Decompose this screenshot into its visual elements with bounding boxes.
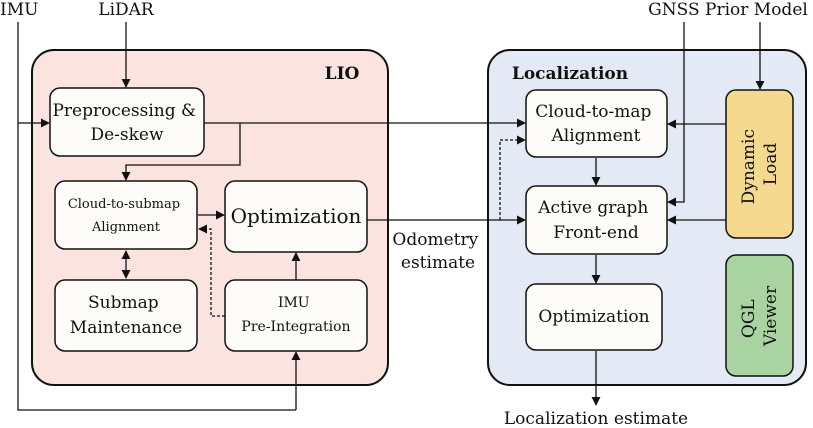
lio-optimization-line1: Optimization (231, 204, 362, 228)
preprocessing-box: Preprocessing & De-skew (49, 87, 205, 157)
cloud-to-submap-box: Cloud-to-submap Alignment (54, 180, 198, 250)
arrow-gnss-to-active-graph (667, 22, 685, 207)
gnss-input-label: GNSS Prior Model (648, 0, 808, 20)
odometry-label: Odometry estimate (392, 230, 483, 273)
dynamic-load-line1: Dynamic (739, 129, 759, 204)
cloud-to-map-line1: Cloud-to-map (535, 102, 651, 122)
submap-maintenance-line1: Submap (88, 293, 159, 313)
submap-maintenance-label: Submap Maintenance (70, 293, 182, 338)
active-graph-label: Active graph Front-end (537, 198, 654, 243)
cloud-to-submap-line1: Cloud-to-submap (68, 197, 180, 212)
qgl-viewer-box: QGL Viewer (725, 254, 794, 377)
cloud-to-map-label: Cloud-to-map Alignment (535, 102, 657, 146)
cloud-to-submap-label: Cloud-to-submap Alignment (68, 197, 184, 235)
arrow-preprocessing-to-cloud-to-submap (121, 123, 241, 181)
arrow-odometry-to-cloud-to-map (499, 135, 526, 220)
cloud-to-map-box: Cloud-to-map Alignment (525, 89, 668, 158)
dynamic-load-line2: Load (761, 143, 781, 186)
dynamic-load-label: Dynamic Load (739, 124, 781, 205)
dynamic-load-box: Dynamic Load (725, 89, 794, 239)
cloud-to-map-line2: Alignment (551, 126, 641, 146)
imu-input-label: IMU (0, 0, 38, 20)
localization-optimization-line1: Optimization (538, 307, 649, 327)
qgl-viewer-label: QGL Viewer (739, 285, 781, 347)
lidar-input-label: LiDAR (98, 0, 155, 20)
active-graph-box: Active graph Front-end (525, 185, 668, 255)
preprocessing-line1: Preprocessing & (52, 101, 196, 121)
arrow-preintegration-to-cloud-to-submap (198, 224, 225, 317)
odometry-line2: estimate (401, 253, 475, 273)
active-graph-line2: Front-end (553, 223, 639, 243)
localization-estimate-label: Localization estimate (504, 409, 688, 428)
localization-title: Localization (512, 64, 628, 84)
preprocessing-line2: De-skew (90, 125, 164, 145)
imu-preintegration-label: IMU Pre-Integration (241, 295, 350, 335)
localization-optimization-label: Optimization (538, 307, 649, 327)
cloud-to-submap-line2: Alignment (91, 220, 161, 235)
imu-preintegration-line2: Pre-Integration (241, 319, 350, 335)
preprocessing-label: Preprocessing & De-skew (52, 101, 201, 145)
lio-optimization-label: Optimization (231, 204, 362, 228)
localization-optimization-box: Optimization (525, 283, 663, 351)
imu-preintegration-line1: IMU (278, 295, 310, 311)
odometry-line1: Odometry (392, 230, 478, 250)
imu-preintegration-box: IMU Pre-Integration (224, 279, 368, 352)
qgl-viewer-line1: QGL (739, 299, 759, 338)
submap-maintenance-box: Submap Maintenance (54, 279, 198, 352)
qgl-viewer-line2: Viewer (761, 285, 781, 347)
lio-optimization-box: Optimization (224, 180, 368, 253)
line-imu-trunk (17, 22, 296, 411)
submap-maintenance-line2: Maintenance (70, 318, 182, 338)
active-graph-line1: Active graph (537, 198, 648, 218)
lio-title: LIO (325, 64, 360, 84)
